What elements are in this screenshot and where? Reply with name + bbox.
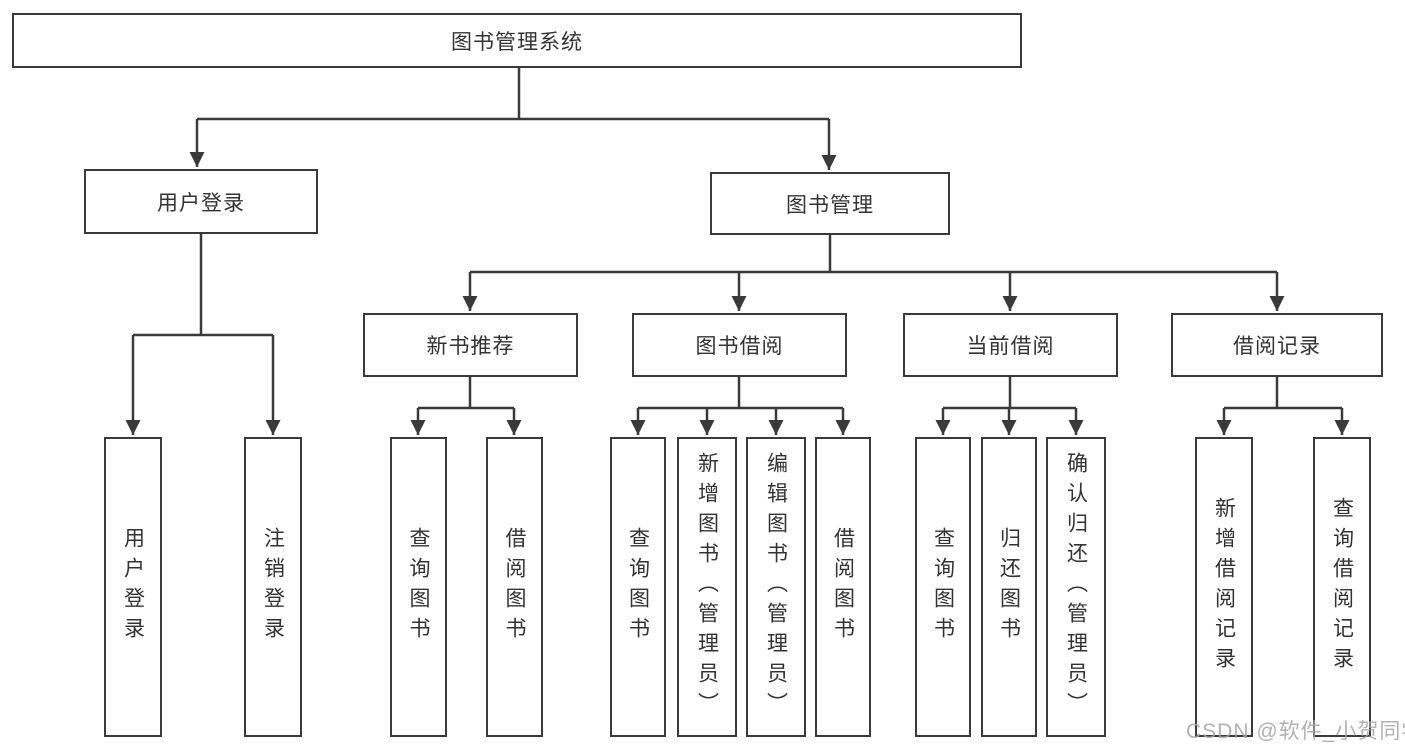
- node-new-book-rec: 新书推荐: [363, 313, 578, 377]
- csdn-watermark: CSDN @软件_小贺同学: [1186, 720, 1405, 743]
- node-leaf-add-borrow-record: 新增借阅记录: [1195, 437, 1253, 737]
- node-leaf-logout-login: 注销登录: [244, 437, 302, 737]
- node-leaf-query-borrow-record: 查询借阅记录: [1313, 437, 1371, 737]
- node-leaf-rec-query-books: 查询图书: [390, 437, 447, 737]
- node-user-login: 用户登录: [84, 169, 318, 234]
- node-borrow-record: 借阅记录: [1171, 313, 1383, 377]
- node-book-borrow: 图书借阅: [632, 313, 847, 377]
- node-current-borrow: 当前借阅: [903, 313, 1118, 377]
- node-leaf-rec-borrow-books: 借阅图书: [486, 437, 543, 737]
- node-leaf-add-book-admin: 新增图书（管理员）: [677, 437, 737, 737]
- node-leaf-return-book: 归还图书: [981, 437, 1037, 737]
- node-leaf-current-query-books: 查询图书: [915, 437, 971, 737]
- node-leaf-user-login: 用户登录: [104, 437, 162, 737]
- node-root: 图书管理系统: [12, 13, 1022, 68]
- node-leaf-edit-book-admin: 编辑图书（管理员）: [746, 437, 806, 737]
- node-leaf-confirm-return-admin: 确认归还（管理员）: [1046, 437, 1106, 737]
- node-book-mgmt: 图书管理: [710, 172, 950, 235]
- node-leaf-borrow-query-books: 查询图书: [610, 437, 666, 737]
- node-leaf-borrow-borrow-books: 借阅图书: [815, 437, 871, 737]
